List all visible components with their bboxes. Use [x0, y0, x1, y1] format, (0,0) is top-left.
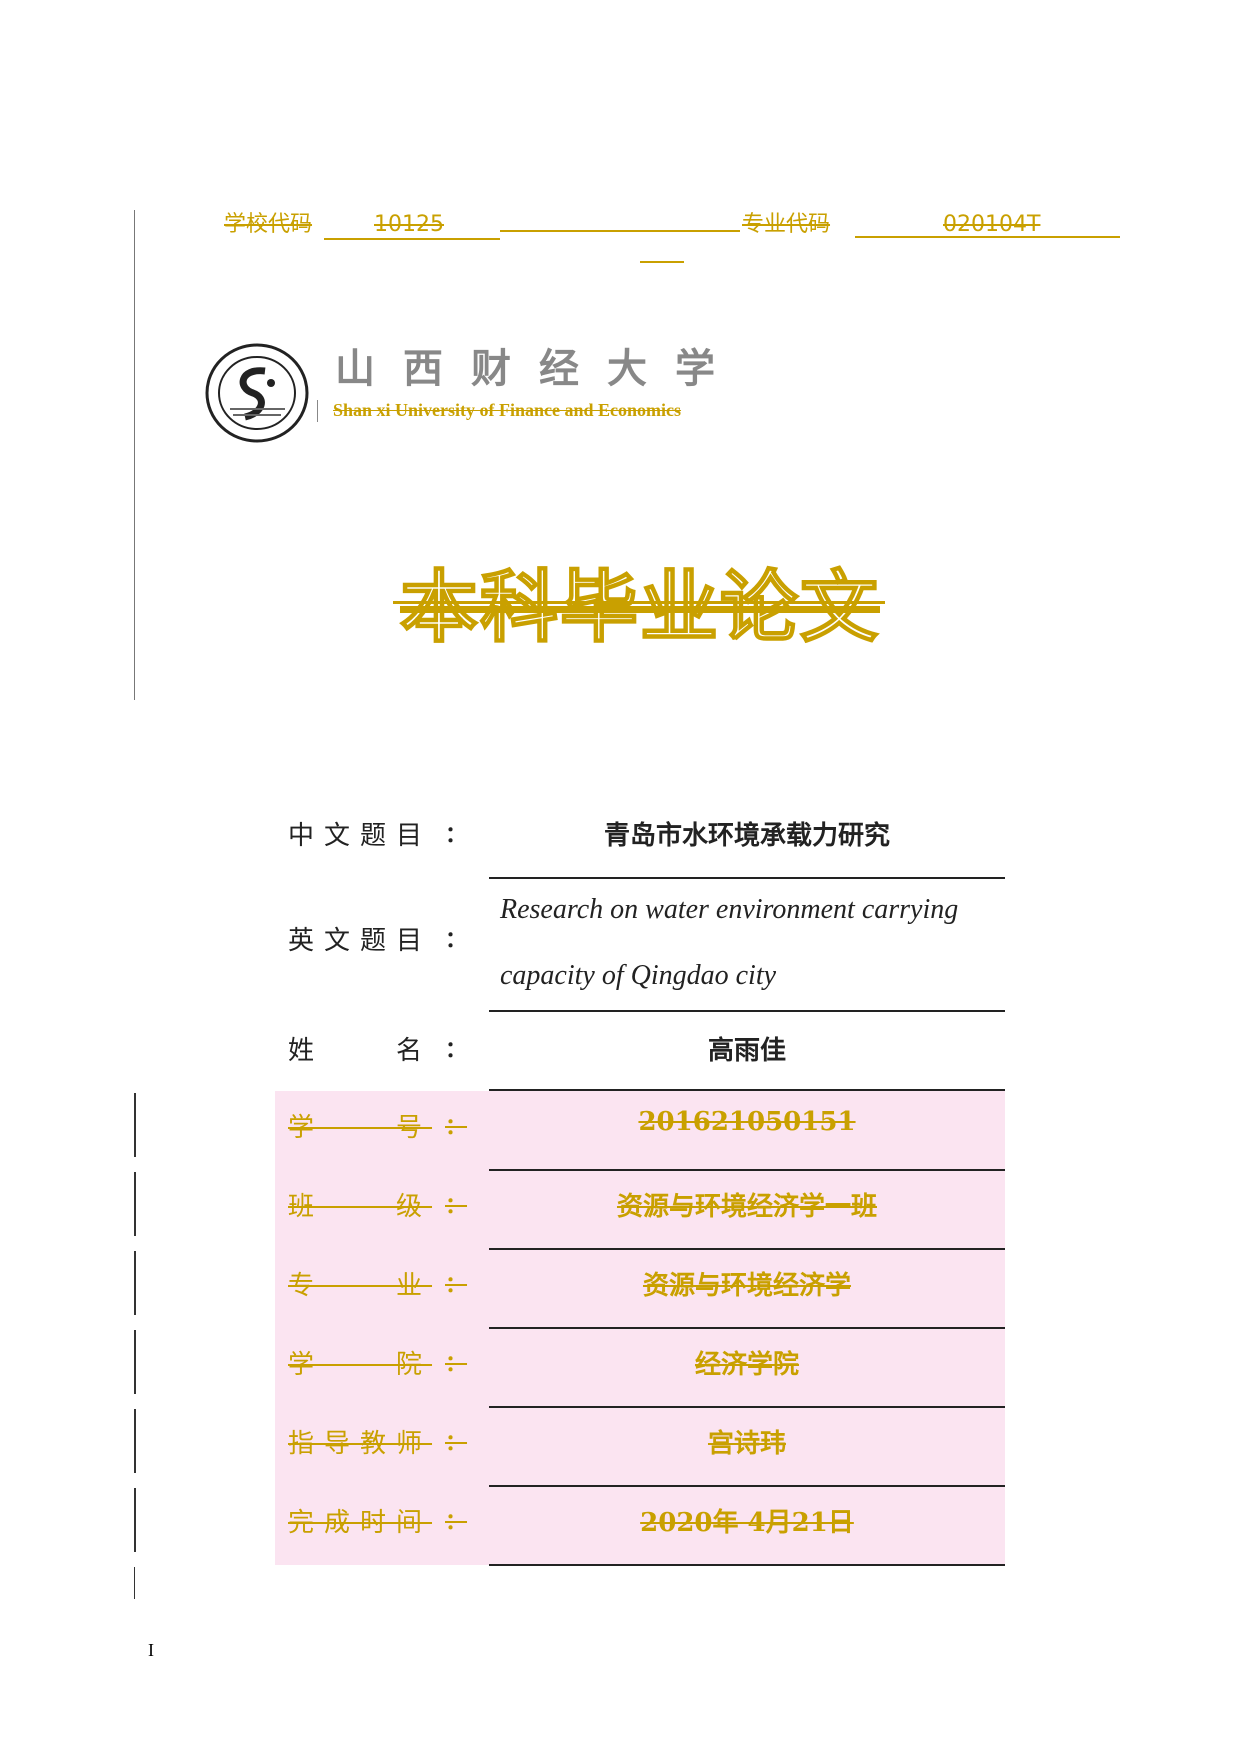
underline	[500, 230, 740, 232]
field-colon: ：	[445, 1430, 468, 1456]
field-colon: ：	[445, 1114, 468, 1140]
underline	[489, 1010, 1005, 1012]
title-strike	[393, 601, 885, 604]
margin-line	[134, 210, 135, 700]
university-name-cn: 山西财经大学	[335, 345, 743, 392]
underline	[489, 1089, 1005, 1091]
field-label: 班 级	[288, 1192, 433, 1222]
change-bar	[134, 1330, 136, 1394]
underline	[855, 236, 1120, 238]
underline	[489, 1564, 1005, 1566]
field-colon: ：	[445, 822, 468, 848]
underline	[489, 1485, 1005, 1487]
field-value: 资源与环境经济学一班	[616, 1192, 877, 1222]
underline	[489, 1327, 1005, 1329]
school-code-label: 学校代码	[224, 212, 313, 237]
field-colon: ：	[445, 1509, 468, 1535]
underline	[489, 1248, 1005, 1250]
school-code: 10125	[374, 212, 444, 237]
underline	[489, 1169, 1005, 1171]
field-label: 中文题目	[288, 821, 433, 851]
change-bar	[134, 1488, 136, 1552]
change-bar	[134, 1409, 136, 1473]
major-code-label: 专业代码	[742, 212, 831, 237]
change-bar	[134, 1567, 135, 1599]
change-bar	[134, 1172, 136, 1236]
university-name-en: Shan xi University of Finance and Econom…	[333, 400, 682, 420]
field-value: 高雨佳	[707, 1036, 786, 1066]
underline	[489, 877, 1005, 879]
field-label: 姓 名	[288, 1036, 433, 1066]
change-bar	[134, 1093, 136, 1157]
field-colon: ：	[445, 1193, 468, 1219]
page-number: I	[148, 1640, 154, 1660]
field-colon: ：	[445, 1351, 468, 1377]
field-colon: ：	[445, 927, 468, 953]
english-title-line1: Research on water environment carrying	[500, 894, 959, 925]
major-code: 020104T	[943, 212, 1041, 237]
field-value: 2020年 4月21日	[640, 1508, 854, 1538]
field-label: 学 院	[288, 1350, 433, 1380]
field-value: 201621050151	[638, 1107, 856, 1137]
page-title: 本科毕业论文	[399, 561, 880, 654]
field-label: 英文题目	[288, 926, 433, 956]
english-title-line2: capacity of Qingdao city	[500, 960, 777, 991]
field-colon: ：	[445, 1272, 468, 1298]
field-value: 经济学院	[694, 1350, 799, 1380]
field-label: 完成时间	[288, 1508, 433, 1538]
field-value: 青岛市水环境承载力研究	[603, 821, 890, 851]
field-label: 指导教师	[288, 1429, 433, 1459]
field-value: 资源与环境经济学	[642, 1271, 851, 1301]
university-seal-icon	[205, 343, 309, 443]
field-label: 专 业	[288, 1271, 433, 1301]
change-bar	[134, 1251, 136, 1315]
divider	[317, 400, 318, 422]
underline	[489, 1406, 1005, 1408]
underline	[324, 238, 500, 240]
field-label: 学 号	[288, 1113, 433, 1143]
field-colon: ：	[445, 1037, 468, 1063]
field-value: 宫诗玮	[707, 1429, 786, 1459]
underline	[640, 261, 684, 263]
